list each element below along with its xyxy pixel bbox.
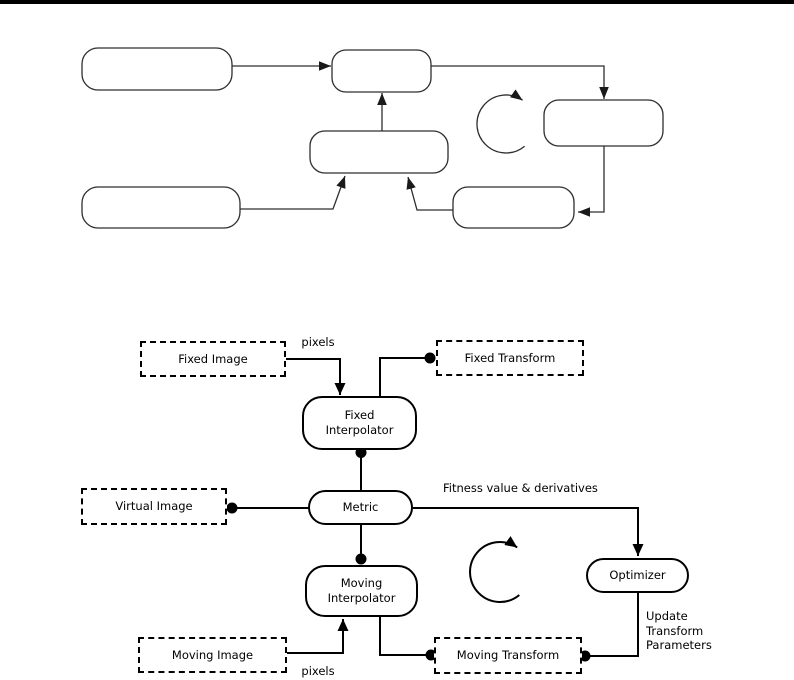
top-box-lower-right — [452, 186, 575, 229]
edge-metric-to-optimizer — [413, 507, 644, 556]
node-virtual-image: Virtual Image — [81, 488, 227, 525]
clockwise-circular-arrow-icon — [469, 536, 520, 603]
bullet-fixed-transform — [424, 352, 436, 364]
node-metric: Metric — [308, 490, 413, 525]
top-box-upper-center — [331, 49, 432, 93]
node-moving-interpolator: Moving Interpolator — [305, 565, 418, 617]
node-fixed-interpolator: Fixed Interpolator — [302, 396, 417, 450]
node-optimizer: Optimizer — [586, 558, 689, 593]
page-top-rule — [0, 0, 794, 4]
edge-moving-image-to-moving-interpolator — [287, 619, 349, 654]
edge-fixed-interpolator-to-fixed-transform — [379, 357, 425, 396]
top-box-upper-left — [81, 47, 233, 91]
node-moving-transform: Moving Transform — [434, 637, 582, 674]
bullet-moving-interpolator — [355, 553, 367, 565]
edge-label-pixels-top: pixels — [301, 335, 335, 349]
top-flowchart — [81, 47, 664, 229]
edge-fixed-image-to-fixed-interpolator — [286, 358, 346, 395]
top-edge-right-to-lowerright — [578, 146, 605, 217]
node-fixed-image: Fixed Image — [140, 341, 286, 377]
top-box-right — [543, 99, 664, 147]
top-box-center — [309, 130, 449, 174]
edge-label-update-transform-parameters: Update Transform Parameters — [646, 609, 712, 652]
top-edge-uppercenter-to-right — [431, 65, 609, 99]
bullet-moving-transform-right — [579, 650, 591, 662]
edge-label-fitness-value: Fitness value & derivatives — [443, 481, 598, 495]
top-edge-lowerleft-to-center — [240, 175, 346, 210]
edge-optimizer-to-moving-transform — [590, 593, 639, 657]
top-edge-lowerright-to-center — [406, 176, 453, 211]
edge-moving-interpolator-to-moving-transform — [379, 617, 426, 656]
top-box-lower-left — [81, 186, 241, 229]
bullet-virtual-image — [226, 502, 238, 514]
edge-label-pixels-bottom: pixels — [301, 664, 335, 678]
node-fixed-transform: Fixed Transform — [436, 340, 584, 376]
node-moving-image: Moving Image — [138, 637, 287, 673]
bottom-flowchart-connectors — [236, 357, 644, 657]
clockwise-circular-arrow-icon — [476, 89, 526, 154]
bullet-moving-transform-left — [425, 649, 437, 661]
